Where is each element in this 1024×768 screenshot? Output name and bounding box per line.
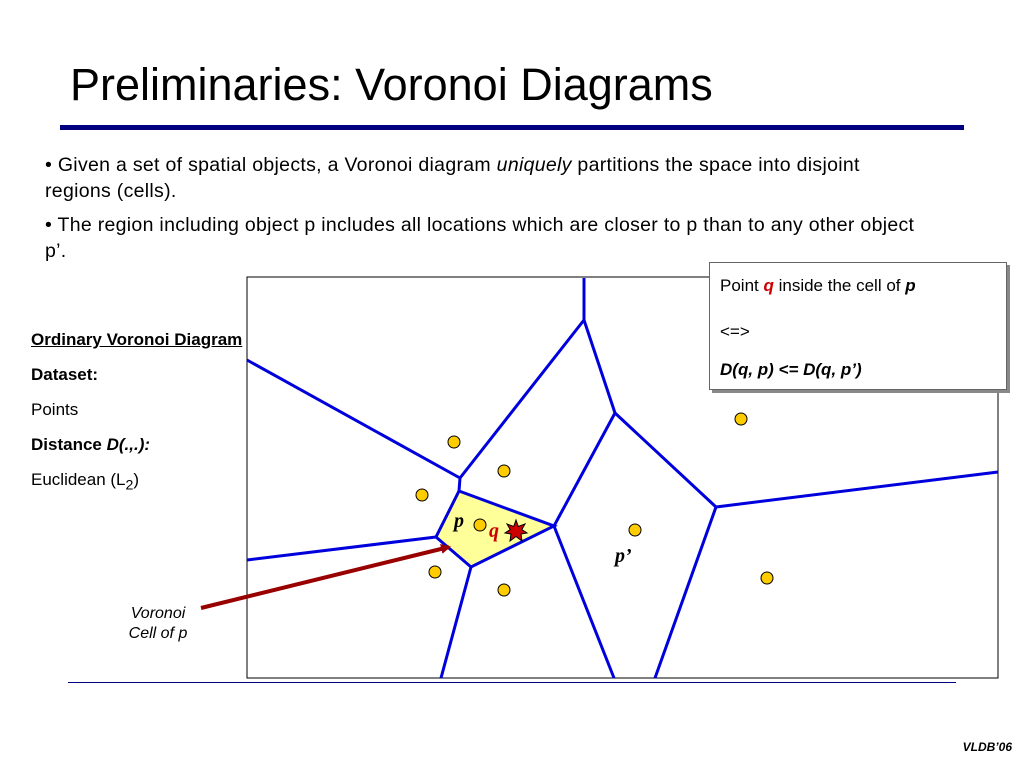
data-points — [415, 412, 774, 597]
data-point — [447, 435, 461, 449]
callout-line-2: Cell of p — [128, 625, 188, 642]
label-q: q — [489, 520, 499, 542]
footer-venue: VLDB’06 — [962, 740, 1012, 754]
data-point-p-prime — [628, 523, 642, 537]
def-text-2: inside the cell of — [773, 276, 906, 295]
bullet-1: • Given a set of spatial objects, a Voro… — [45, 152, 915, 204]
distance-text: Distance — [31, 435, 107, 454]
dataset-label: Dataset: — [31, 365, 99, 384]
voronoi-edge — [246, 535, 437, 562]
label-p: p — [452, 510, 464, 532]
query-point-q-star — [503, 518, 529, 543]
voronoi-edge — [439, 566, 473, 679]
metric-text: Euclidean (L — [31, 470, 126, 489]
left-panel: Ordinary Voronoi Diagram Dataset: Points… — [31, 331, 246, 511]
data-point — [428, 565, 442, 579]
metric-subscript: 2 — [125, 477, 134, 494]
bullet-2: • The region including object p includes… — [45, 214, 915, 262]
voronoi-edge — [613, 411, 718, 509]
bullet-1-end: partitions the space into disjoint regio… — [45, 154, 860, 202]
def-p: p — [905, 276, 916, 295]
data-point — [497, 464, 511, 478]
voronoi-edge — [582, 319, 617, 414]
data-point-p — [473, 518, 487, 532]
diagram-type-heading: Ordinary Voronoi Diagram — [31, 330, 243, 349]
callout-arrow — [200, 544, 451, 610]
definition-line-1: Point q inside the cell of p — [720, 276, 916, 296]
bullet-1-emphasis: uniquely — [496, 154, 572, 176]
definition-line-3: D(q, p) <= D(q, p’) — [720, 360, 862, 379]
data-point — [734, 412, 748, 426]
voronoi-edge — [552, 525, 616, 679]
footer-rule — [68, 682, 956, 683]
def-q: q — [763, 276, 774, 295]
definition-line-2: <=> — [720, 322, 750, 341]
bullet-list: • Given a set of spatial objects, a Voro… — [45, 152, 915, 272]
dataset-value: Points — [31, 400, 79, 419]
voronoi-edge — [246, 358, 461, 480]
label-p-prime: p’ — [613, 545, 632, 567]
metric-value: Euclidean (L2) — [31, 471, 246, 494]
callout-line-1: Voronoi — [130, 605, 186, 622]
data-point — [415, 488, 429, 502]
distance-label: Distance D(.,.): — [31, 436, 246, 454]
voronoi-edge — [552, 412, 617, 527]
bullet-1-start: • Given a set of spatial objects, a Voro… — [45, 154, 497, 176]
voronoi-edge — [457, 477, 462, 492]
def-text-1: Point — [720, 276, 764, 295]
voronoi-edge — [653, 506, 718, 679]
voronoi-edges — [246, 278, 999, 679]
slide-title: Preliminaries: Voronoi Diagrams — [70, 59, 713, 110]
voronoi-edge — [458, 319, 586, 479]
distance-function: D(.,.): — [106, 435, 151, 454]
title-underline — [60, 125, 964, 130]
voronoi-edge — [715, 470, 999, 509]
data-point — [760, 571, 774, 585]
data-point — [497, 583, 511, 597]
voronoi-cell-callout: Voronoi Cell of p — [108, 604, 208, 644]
metric-close: ) — [133, 470, 140, 489]
definition-box: Point q inside the cell of p <=> D(q, p)… — [709, 262, 1007, 390]
